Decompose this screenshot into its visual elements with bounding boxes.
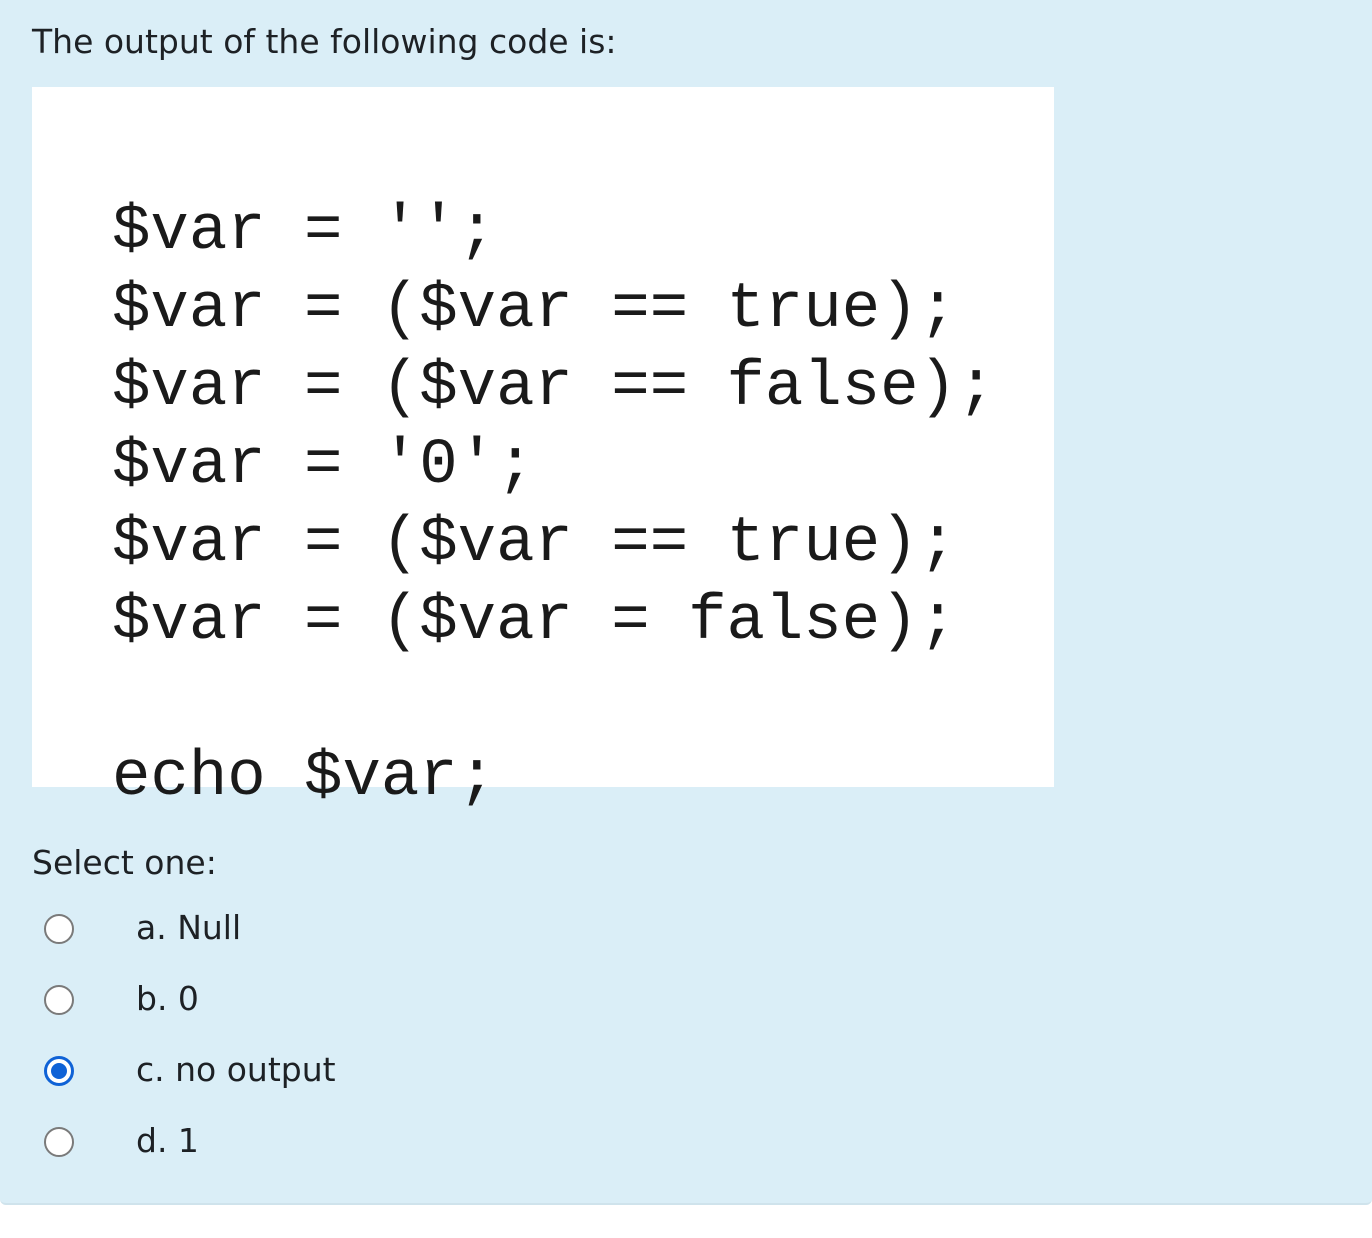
code-line: $var = ($var == true); [112, 274, 957, 346]
code-line: echo $var; [112, 742, 497, 814]
radio-c[interactable] [44, 1056, 74, 1086]
radio-d[interactable] [44, 1127, 74, 1157]
question-text: The output of the following code is: [32, 22, 617, 61]
option-c-label[interactable]: c. no output [136, 1050, 336, 1089]
option-c[interactable]: c. no output [44, 1050, 444, 1094]
code-line: $var = ($var = false); [112, 586, 957, 658]
option-d[interactable]: d. 1 [44, 1121, 444, 1165]
code-line: $var = '0'; [112, 430, 535, 502]
option-d-label[interactable]: d. 1 [136, 1121, 199, 1160]
code-line: $var = ''; [112, 196, 497, 268]
option-a-label[interactable]: a. Null [136, 908, 242, 947]
option-b[interactable]: b. 0 [44, 979, 444, 1023]
code-line: $var = ($var == false); [112, 352, 996, 424]
question-panel: The output of the following code is: $va… [0, 0, 1372, 1205]
code-line: $var = ($var == true); [112, 508, 957, 580]
option-b-label[interactable]: b. 0 [136, 979, 199, 1018]
option-a[interactable]: a. Null [44, 908, 444, 952]
radio-b[interactable] [44, 985, 74, 1015]
select-one-prompt: Select one: [32, 843, 217, 882]
code-image: $var = ''; $var = ($var == true); $var =… [32, 87, 1054, 814]
radio-a[interactable] [44, 914, 74, 944]
